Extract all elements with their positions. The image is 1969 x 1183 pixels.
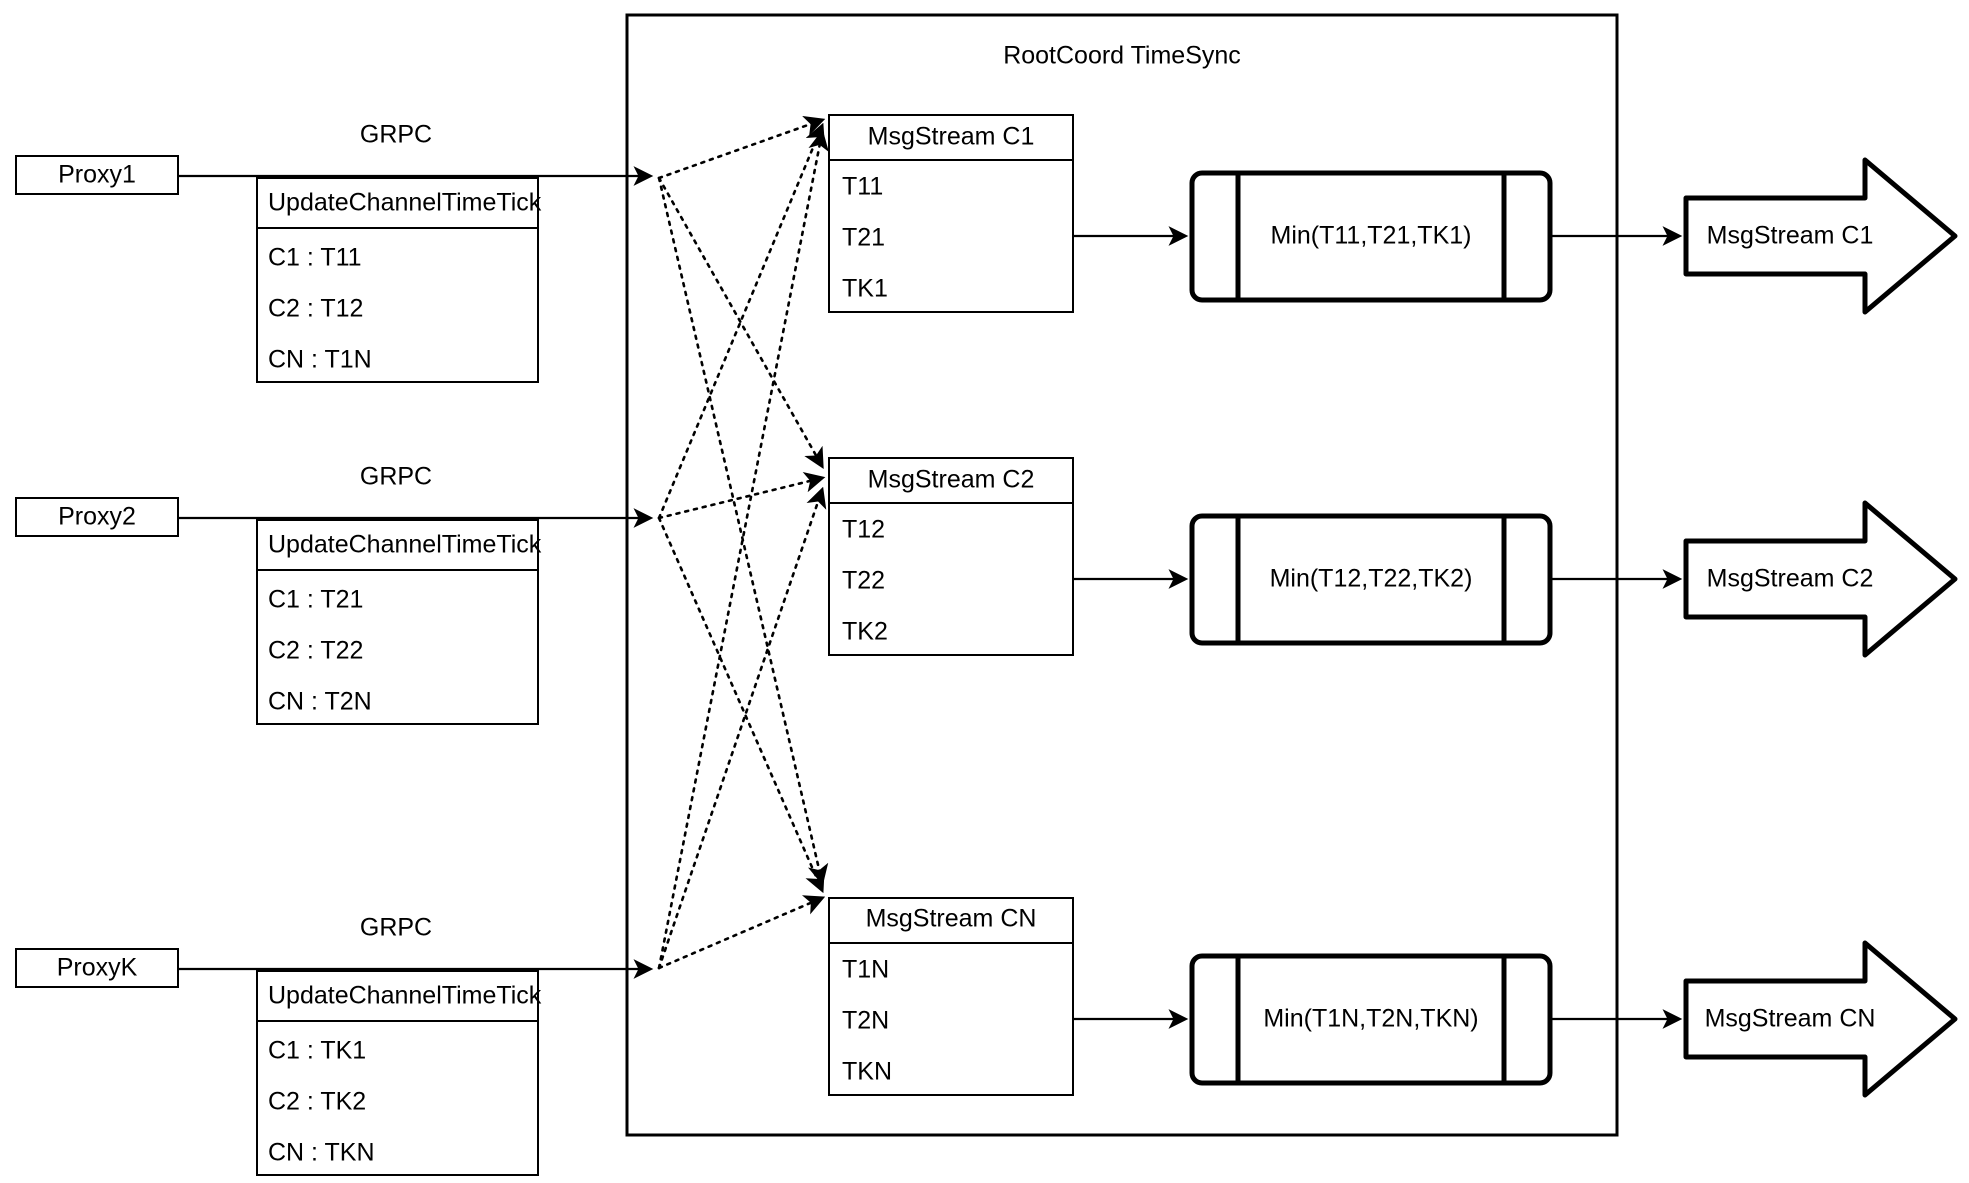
msgstream-c1-header: MsgStream C1 xyxy=(868,123,1035,151)
rootcoord-timesync-container: RootCoord TimeSync xyxy=(625,13,1619,1137)
dotted-p2-to-c1 xyxy=(657,122,825,520)
proxyk-box[interactable] xyxy=(15,948,179,988)
update-channel-timetick-card-2 xyxy=(256,519,539,725)
card2-row-1: C2 : T22 xyxy=(268,637,363,665)
msgstream-c1-row-0: T11 xyxy=(842,173,883,201)
fanout-dotted-connections xyxy=(657,116,829,970)
card1-header: UpdateChannelTimeTick xyxy=(268,189,542,217)
msgstream-cn-header: MsgStream CN xyxy=(866,905,1037,933)
grpc-label-1: GRPC xyxy=(360,121,432,149)
msgstream-c1-row-1: T21 xyxy=(842,224,885,252)
dotted-pk-to-c2 xyxy=(657,486,827,970)
dotted-p2-to-c2 xyxy=(657,472,826,520)
proxy-row-2: Proxy2 GRPC UpdateChannelTimeTick C1 : T… xyxy=(15,463,654,725)
msgstream-c2-row-1: T22 xyxy=(842,567,885,595)
dotted-p1-to-c2 xyxy=(657,176,824,470)
card2-header: UpdateChannelTimeTick xyxy=(268,531,542,559)
card2-row-2: CN : T2N xyxy=(268,688,372,716)
msgstream-c1-card xyxy=(828,114,1074,313)
min-reducer-label-2: Min(T12,T22,TK2) xyxy=(1270,565,1473,593)
card3-header: UpdateChannelTimeTick xyxy=(268,982,542,1010)
msgstream-c2-header: MsgStream C2 xyxy=(868,466,1035,494)
channel-pipeline-1: MsgStream C1 T11 T21 TK1 Min(T11,T21,TK1… xyxy=(828,114,1958,315)
dotted-pk-to-cn xyxy=(657,895,826,970)
msgstream-cn-card xyxy=(828,897,1074,1096)
card3-row-1: C2 : TK2 xyxy=(268,1088,366,1116)
proxy-row-3: ProxyK GRPC UpdateChannelTimeTick C1 : T… xyxy=(15,914,654,1176)
output-label-1: MsgStream C1 xyxy=(1707,222,1874,250)
update-channel-timetick-card-3 xyxy=(256,970,539,1176)
msgstream-cn-row-2: TKN xyxy=(842,1058,892,1086)
output-block-arrow-2 xyxy=(1683,500,1958,658)
proxy-row-1: Proxy1 GRPC UpdateChannelTimeTick C1 : T… xyxy=(15,121,654,383)
dotted-p1-to-c1 xyxy=(657,116,826,180)
msgstream-cn-row-1: T2N xyxy=(842,1007,889,1035)
channel-pipeline-2: MsgStream C2 T12 T22 TK2 Min(T12,T22,TK2… xyxy=(828,457,1958,658)
msgstream-c1-row-2: TK1 xyxy=(842,275,888,303)
rootcoord-timesync-boundary xyxy=(625,13,1619,1137)
dotted-pk-to-c1 xyxy=(657,129,829,970)
output-block-arrow-1 xyxy=(1683,157,1958,315)
msgstream-c2-row-2: TK2 xyxy=(842,618,888,646)
card1-row-2: CN : T1N xyxy=(268,346,372,374)
rootcoord-timesync-title: RootCoord TimeSync xyxy=(1003,42,1241,70)
min-reducer-label-n: Min(T1N,T2N,TKN) xyxy=(1263,1005,1478,1033)
msgstream-c2-row-0: T12 xyxy=(842,516,885,544)
grpc-label-2: GRPC xyxy=(360,463,432,491)
card1-row-0: C1 : T11 xyxy=(268,244,362,272)
card1-row-1: C2 : T12 xyxy=(268,295,363,323)
proxy1-label: Proxy1 xyxy=(58,161,136,189)
proxyk-label: ProxyK xyxy=(57,954,138,982)
dotted-p2-to-cn xyxy=(657,516,825,894)
output-block-arrow-n xyxy=(1683,940,1958,1098)
card2-row-0: C1 : T21 xyxy=(268,586,363,614)
grpc-label-3: GRPC xyxy=(360,914,432,942)
proxy2-box[interactable] xyxy=(15,497,179,537)
output-label-n: MsgStream CN xyxy=(1705,1005,1876,1033)
card3-row-2: CN : TKN xyxy=(268,1139,375,1167)
output-label-2: MsgStream C2 xyxy=(1707,565,1874,593)
update-channel-timetick-card-1 xyxy=(256,177,539,383)
msgstream-cn-row-0: T1N xyxy=(842,956,889,984)
msgstream-c2-card xyxy=(828,457,1074,656)
proxy2-label: Proxy2 xyxy=(58,503,136,531)
card3-row-0: C1 : TK1 xyxy=(268,1037,366,1065)
channel-pipeline-n: MsgStream CN T1N T2N TKN Min(T1N,T2N,TKN… xyxy=(828,897,1958,1098)
dotted-p1-to-cn xyxy=(657,176,829,886)
min-reducer-label-1: Min(T11,T21,TK1) xyxy=(1271,222,1472,250)
